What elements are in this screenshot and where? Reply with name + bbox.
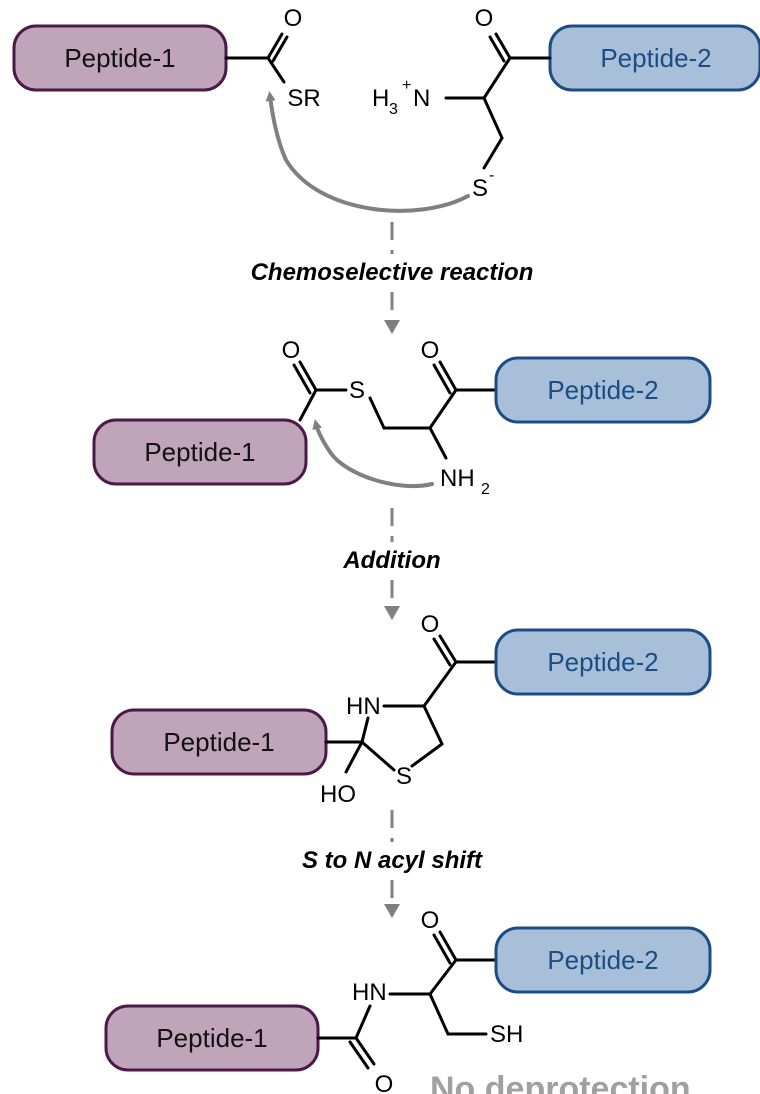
- arrowhead-icon: [384, 904, 400, 918]
- charge-plus: +: [402, 77, 411, 94]
- bond: [428, 426, 448, 460]
- atom-h: H: [372, 85, 389, 112]
- bond: [344, 740, 364, 774]
- atom-nitrogen-h: HN: [352, 979, 387, 1006]
- step-label-chemoselective: Chemoselective reaction: [251, 259, 534, 286]
- atom-nitrogen-h: HN: [346, 693, 381, 720]
- peptide-2-box: [494, 926, 712, 994]
- bond: [354, 1004, 372, 1040]
- bond: [292, 363, 312, 395]
- bond: [368, 396, 386, 430]
- no-deprotection-label: No deprotection: [430, 1070, 691, 1094]
- atom-oxygen: O: [421, 907, 440, 934]
- bond: [360, 740, 396, 772]
- peptide-2-label: Peptide-2: [547, 647, 658, 677]
- bond: [271, 35, 289, 63]
- atom-sulfur: S: [396, 763, 412, 790]
- charge-minus: -: [489, 167, 494, 184]
- peptide-2-box: [494, 356, 712, 424]
- bond: [266, 56, 286, 84]
- atom-oxygen: O: [282, 337, 301, 364]
- arrowhead-icon: [384, 606, 400, 620]
- peptide-1-label: Peptide-1: [163, 727, 274, 757]
- bond: [432, 933, 452, 965]
- atom-oxygen: O: [475, 5, 494, 32]
- atom-sulfur: S: [472, 175, 488, 202]
- bond: [482, 56, 512, 100]
- atom-oxygen: O: [421, 611, 440, 638]
- ligation-product: Peptide-1 HN O O Peptide-2 SH: [104, 907, 712, 1094]
- peptide-2-label: Peptide-2: [547, 945, 658, 975]
- peptide-2-label: Peptide-2: [600, 43, 711, 73]
- step-label-acyl-shift: S to N acyl shift: [302, 847, 483, 874]
- peptide-2-label: Peptide-2: [547, 375, 658, 405]
- atom-oxygen: O: [421, 337, 440, 364]
- peptide-2-box: [494, 628, 712, 696]
- bond: [428, 958, 458, 996]
- atom-oxygen: O: [284, 5, 303, 32]
- peptide-1-label: Peptide-1: [156, 1023, 267, 1053]
- subscript-2: 2: [481, 481, 490, 498]
- atom-nitrogen-h: NH: [440, 465, 475, 492]
- bond: [494, 32, 512, 60]
- atom-hydroxyl: HO: [320, 781, 356, 808]
- bond: [438, 360, 458, 392]
- step-label-addition: Addition: [342, 547, 440, 574]
- peptide-1-box: [92, 418, 308, 486]
- bond: [488, 35, 506, 63]
- atom-sr: SR: [287, 85, 320, 112]
- atom-thiol: SH: [490, 1021, 523, 1048]
- curved-arrow-icon: [312, 419, 434, 489]
- thioester-intermediate: Peptide-1 O S O Peptide-2 NH 2: [92, 337, 712, 498]
- bond: [422, 704, 444, 746]
- bond: [428, 992, 450, 1036]
- curved-arrow-icon: [265, 91, 470, 213]
- bond: [422, 660, 458, 708]
- peptide-1-label: Peptide-1: [144, 437, 255, 467]
- bond: [432, 363, 452, 395]
- bond: [266, 32, 284, 60]
- reactants: Peptide-1 O SR Peptide-2 O H 3 + N S -: [12, 5, 760, 213]
- bond: [348, 1040, 370, 1070]
- bond: [410, 742, 444, 768]
- bond: [438, 930, 458, 962]
- bond: [298, 360, 318, 392]
- atom-sulfur: S: [349, 377, 365, 404]
- bond: [354, 1036, 376, 1066]
- bond: [298, 388, 318, 422]
- arrowhead-icon: [384, 320, 400, 334]
- bond: [428, 388, 458, 430]
- bond: [360, 716, 370, 744]
- atom-nitrogen: N: [413, 85, 430, 112]
- bond: [482, 136, 504, 170]
- peptide-1-label: Peptide-1: [64, 43, 175, 73]
- tetrahedral-intermediate: Peptide-1 HN S HO O Peptide-2: [110, 611, 712, 808]
- bond: [432, 637, 452, 667]
- bond: [482, 96, 504, 140]
- atom-oxygen: O: [375, 1071, 394, 1094]
- bond: [438, 634, 458, 664]
- subscript-3: 3: [389, 101, 398, 118]
